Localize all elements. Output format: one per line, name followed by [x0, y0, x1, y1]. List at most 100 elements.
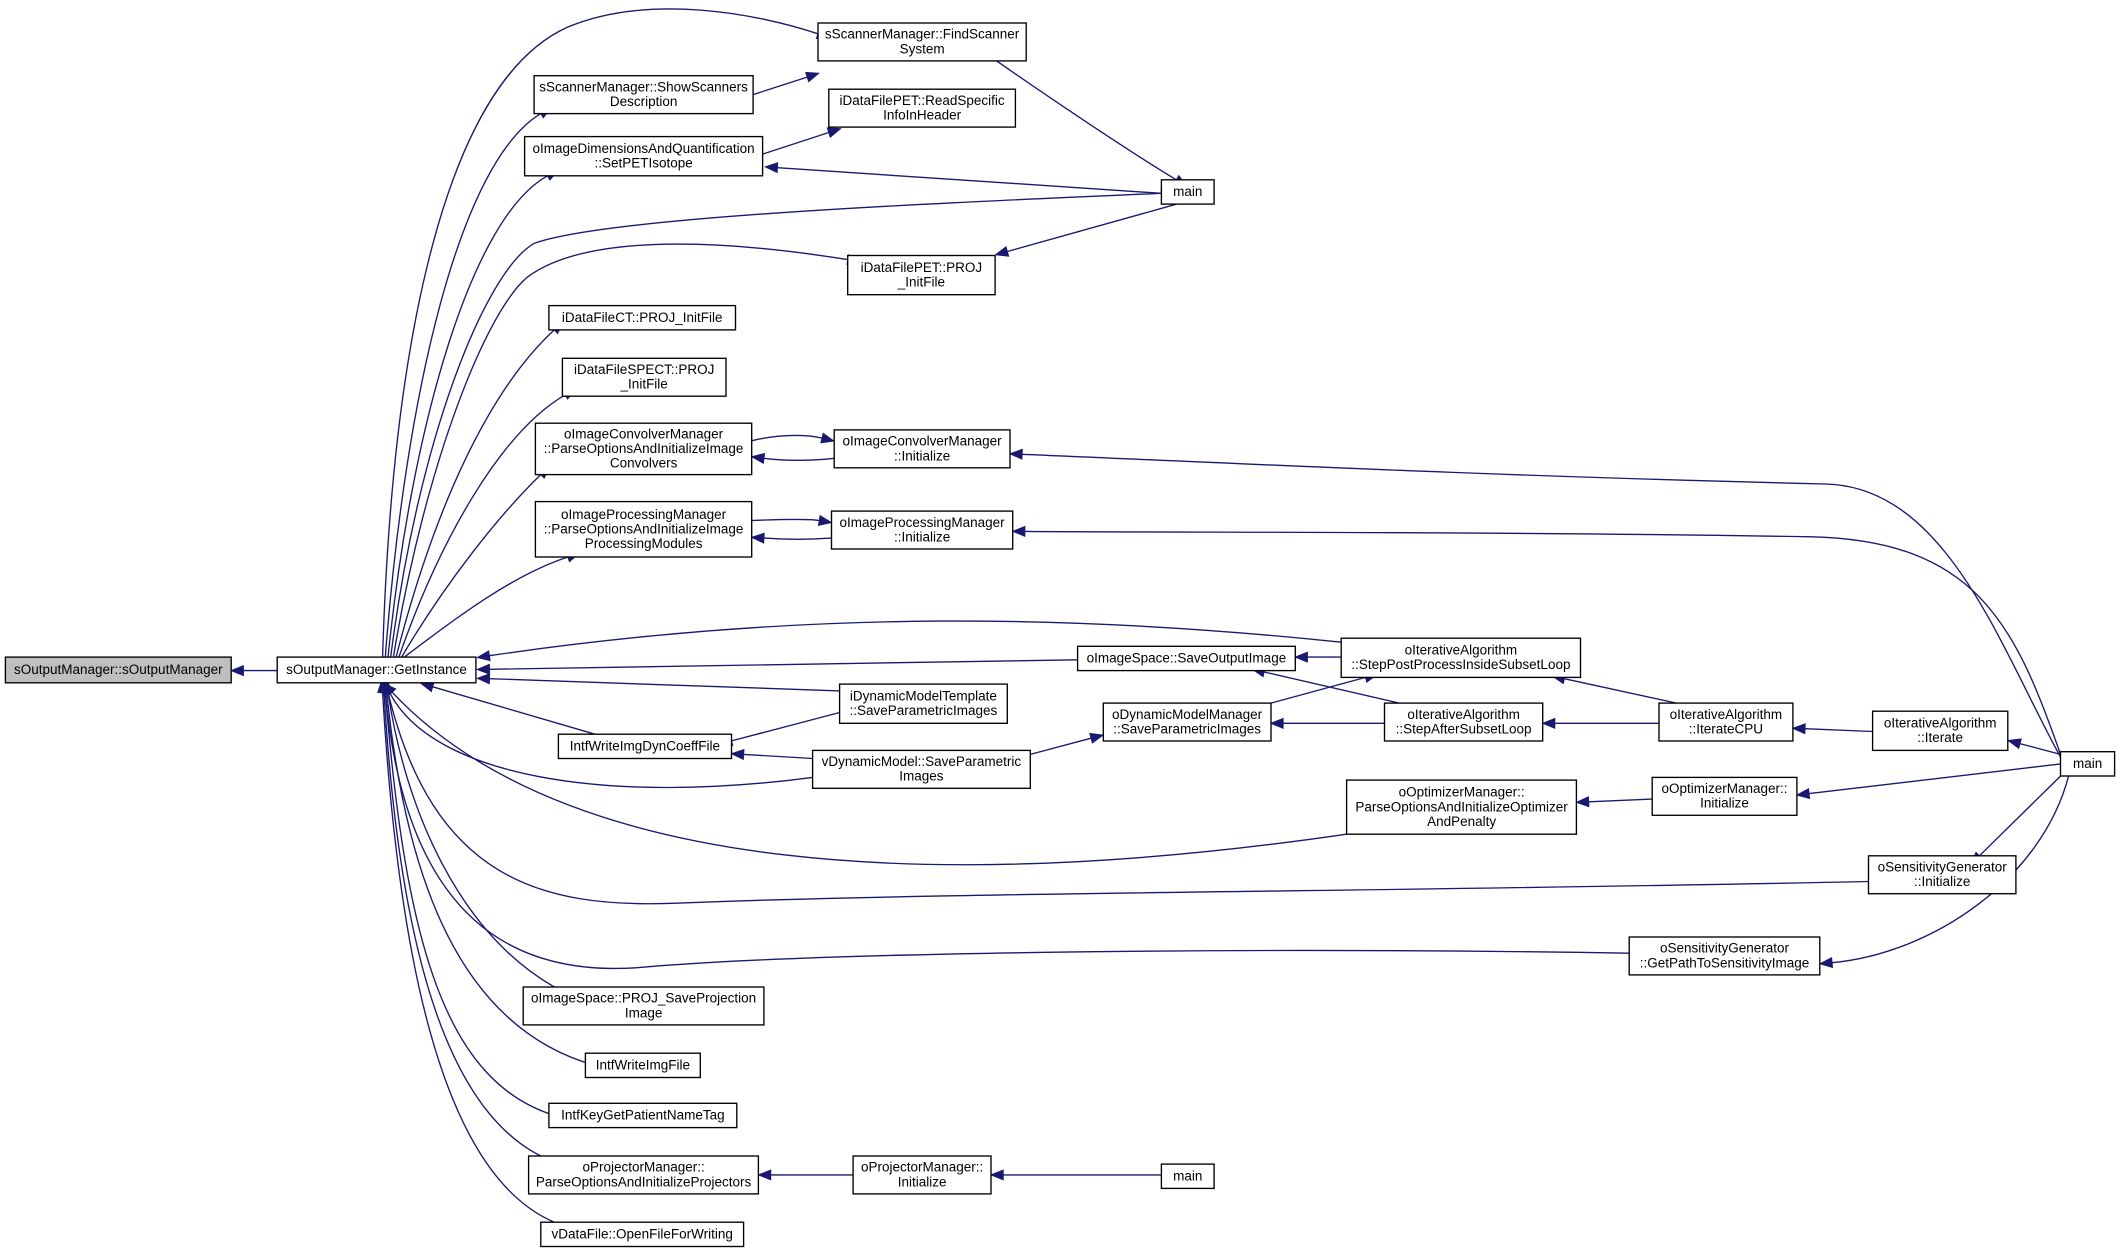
node-box [523, 135, 764, 177]
node-box [540, 1221, 745, 1248]
node-label: _InitFile [620, 377, 668, 392]
arrowhead [1541, 717, 1556, 729]
node-box [828, 88, 1017, 128]
arrowhead [476, 650, 491, 662]
node-projparse[interactable]: oProjectorManager::ParseOptionsAndInitia… [527, 1155, 760, 1195]
edge-convparse-convinit-a [751, 432, 836, 444]
node-box [1628, 936, 1821, 976]
node-saveoutput[interactable]: oImageSpace::SaveOutputImage [1076, 645, 1296, 672]
edge-dyntemplate-intfwritedyn [718, 711, 840, 747]
edge-projparse-getinstance [378, 678, 542, 1157]
node-intfwrite[interactable]: IntfWriteImgFile [584, 1052, 701, 1079]
node-intfwritedyn[interactable]: IntfWriteImgDynCoeffFile [557, 733, 733, 760]
node-root[interactable]: sOutputManager::sOutputManager [4, 656, 232, 684]
edge-line [751, 434, 823, 442]
edge-line [1588, 798, 1653, 803]
node-label: vDynamicModel::SaveParametric [822, 754, 1022, 769]
edge-vdynsave-intfwritedyn [730, 748, 813, 761]
arrowhead [1575, 796, 1590, 808]
edge-stepafter-dynmgr [1269, 717, 1385, 729]
node-iterate[interactable]: oIterativeAlgorithm::Iterate [1871, 710, 2009, 752]
edge-main2-procinit [1011, 525, 2062, 755]
node-procparse[interactable]: oImageProcessingManager::ParseOptionsAnd… [534, 500, 753, 558]
node-label: ParseOptionsAndInitializeProjectors [536, 1174, 752, 1189]
node-ctinit[interactable]: iDataFileCT::PROJ_InitFile [548, 304, 737, 331]
arrowhead [1818, 957, 1834, 969]
node-label: AndPenalty [1427, 814, 1496, 829]
edge-line [386, 692, 596, 1067]
node-dynmgr[interactable]: oDynamicModelManager::SaveParametricImag… [1102, 702, 1272, 742]
node-intfkey[interactable]: IntfKeyGetPatientNameTag [548, 1102, 738, 1129]
node-box [817, 22, 1027, 62]
node-box [548, 1102, 738, 1129]
edge-line [388, 691, 813, 789]
edge-projsave-getinstance [382, 678, 555, 988]
node-main3[interactable]: main [1160, 1163, 1215, 1190]
node-box [584, 1052, 701, 1079]
arrowhead [2006, 738, 2022, 750]
arrowhead [804, 71, 820, 83]
node-vdynsave[interactable]: vDynamicModel::SaveParametricImages [811, 749, 1031, 789]
node-box [527, 1155, 760, 1195]
edge-line [996, 60, 1177, 181]
node-label: oImageDimensionsAndQuantification [533, 141, 755, 156]
edge-iteratecpu-steppost [1551, 673, 1677, 704]
node-label: ::Initialize [1914, 874, 1970, 889]
node-label: IntfWriteImgFile [596, 1058, 690, 1073]
node-setpetisotope[interactable]: oImageDimensionsAndQuantification::SetPE… [523, 135, 764, 177]
arrowhead [419, 681, 435, 693]
node-iteratecpu[interactable]: oIterativeAlgorithm::IterateCPU [1658, 702, 1794, 742]
edge-line [489, 659, 1078, 670]
node-label: oOptimizerManager:: [1661, 781, 1787, 796]
node-dyntemplate[interactable]: iDynamicModelTemplate::SaveParametricIma… [838, 683, 1008, 724]
node-convinit[interactable]: oImageConvolverManager::Initialize [833, 429, 1011, 469]
node-main2[interactable]: main [2059, 751, 2116, 777]
node-label: iDataFilePET::ReadSpecific [840, 93, 1005, 108]
node-label: Convolvers [610, 456, 678, 471]
node-senspath[interactable]: oSensitivityGenerator::GetPathToSensitiv… [1628, 936, 1821, 976]
edge-line [384, 692, 1630, 970]
node-box [534, 422, 753, 476]
node-projinit[interactable]: oProjectorManager::Initialize [852, 1155, 992, 1195]
edge-line [489, 678, 840, 692]
node-label: ::ParseOptionsAndInitializeImage [544, 441, 744, 456]
node-stepafter[interactable]: oIterativeAlgorithm::StepAfterSubsetLoop [1383, 702, 1544, 742]
node-steppost[interactable]: oIterativeAlgorithm::StepPostProcessInsi… [1340, 637, 1582, 679]
edge-line [743, 753, 813, 760]
node-getinstance[interactable]: sOutputManager::GetInstance [276, 656, 477, 684]
node-label: iDynamicModelTemplate [850, 689, 997, 704]
node-label: oOptimizerManager:: [1399, 785, 1525, 800]
edge-line [762, 131, 830, 155]
edge-saveoutput-getinstance [475, 659, 1078, 675]
node-petinit[interactable]: iDataFilePET::PROJ_InitFile [847, 254, 996, 296]
node-label: oIterativeAlgorithm [1407, 707, 1520, 722]
node-openfile[interactable]: vDataFile::OpenFileForWriting [540, 1221, 745, 1248]
edge-line [381, 8, 819, 658]
node-box [1867, 855, 2017, 895]
edge-procparse-procinit-a [751, 514, 833, 526]
node-label: ParseOptionsAndInitializeOptimizer [1355, 799, 1568, 814]
node-spectinit[interactable]: iDataFileSPECT::PROJ_InitFile [561, 357, 727, 397]
node-box [522, 986, 765, 1026]
edge-line [763, 537, 832, 540]
node-optparse[interactable]: oOptimizerManager::ParseOptionsAndInitia… [1345, 779, 1578, 835]
edge-line [387, 692, 555, 988]
node-box [1658, 702, 1794, 742]
edge-line [392, 243, 848, 658]
node-sensinit[interactable]: oSensitivityGenerator::Initialize [1867, 855, 2017, 895]
node-optinit[interactable]: oOptimizerManager::Initialize [1651, 776, 1798, 816]
node-label: ::IterateCPU [1689, 721, 1763, 736]
node-main1[interactable]: main [1160, 179, 1215, 205]
edge-line [1978, 775, 2061, 857]
node-box [847, 254, 996, 296]
arrowhead [377, 678, 389, 694]
node-procinit[interactable]: oImageProcessingManager::Initialize [830, 510, 1014, 550]
node-label: ::Initialize [894, 448, 950, 463]
edge-line [763, 457, 835, 461]
node-convparse[interactable]: oImageConvolverManager::ParseOptionsAndI… [534, 422, 753, 476]
arrowhead [475, 673, 491, 685]
